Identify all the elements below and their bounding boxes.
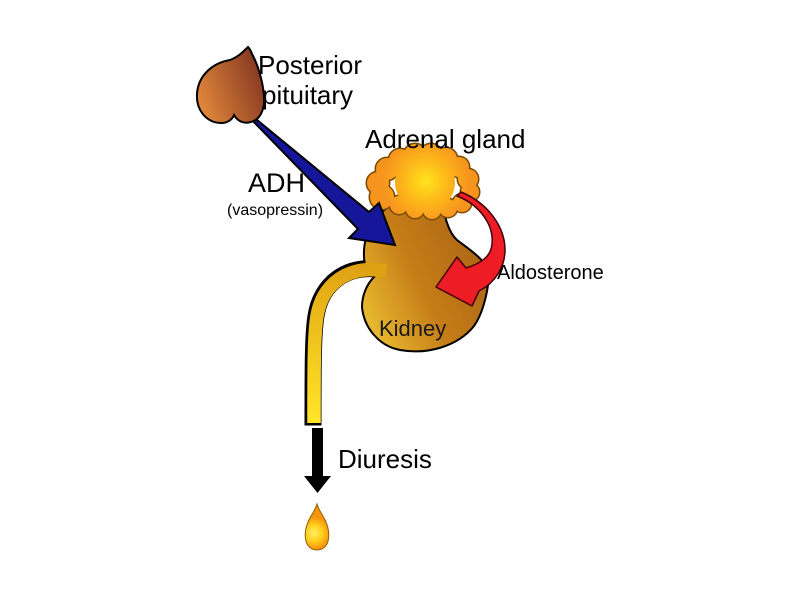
posterior-pituitary-shape <box>195 45 266 125</box>
aldosterone-arrow <box>435 191 506 307</box>
posterior-pituitary-label-line2: pituitary <box>262 80 353 110</box>
adrenal-gland-shape <box>367 144 479 219</box>
ureter-tube <box>307 263 388 424</box>
diuresis-label: Diuresis <box>338 444 432 474</box>
adh-label: ADH <box>248 168 305 198</box>
aldosterone-label: Aldosterone <box>497 262 604 284</box>
adh-arrow <box>248 113 397 247</box>
diuresis-arrow <box>304 428 331 493</box>
kidney-label: Kidney <box>379 316 446 341</box>
adrenal-gland-label: Adrenal gland <box>365 124 525 154</box>
posterior-pituitary-label-line1: Posterior <box>258 50 362 80</box>
adh-sublabel: (vasopressin) <box>227 202 323 219</box>
urine-droplet <box>304 502 330 551</box>
